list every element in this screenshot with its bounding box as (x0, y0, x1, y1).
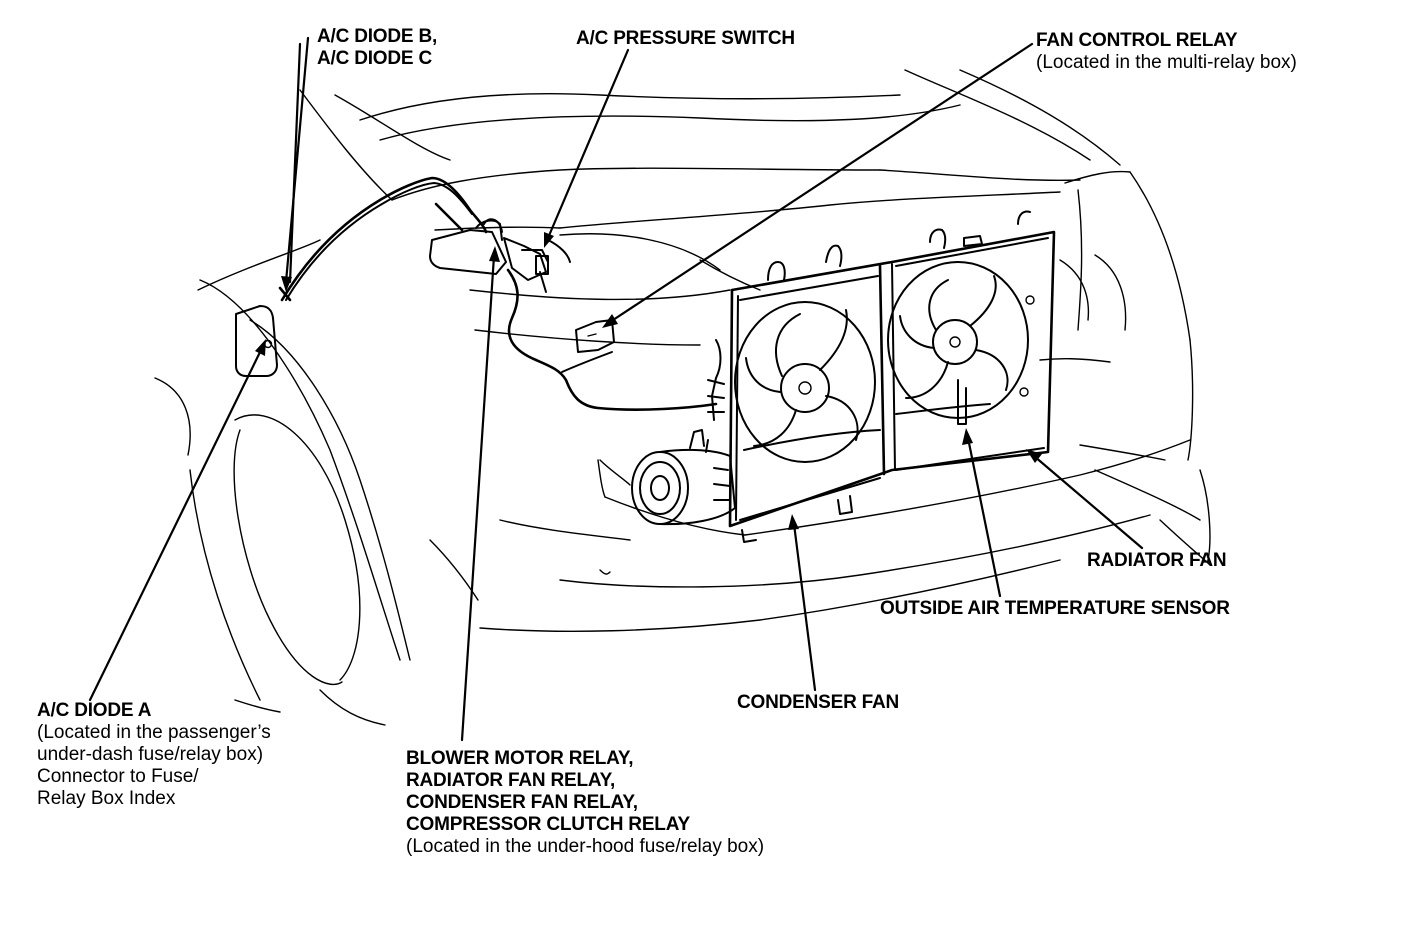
label-condenser-fan: CONDENSER FAN (737, 692, 899, 714)
label-radiator-fan: RADIATOR FAN (1087, 550, 1227, 572)
car-body-outline (154, 69, 1211, 726)
label-ac-pressure-switch-text: A/C PRESSURE SWITCH (576, 28, 795, 49)
label-fan-control-relay: FAN CONTROL RELAY (Located in the multi-… (1036, 30, 1297, 74)
label-ac-diode-b: A/C DIODE B, (317, 26, 438, 47)
leader-lines (88, 36, 1144, 742)
label-ac-pressure-switch: A/C PRESSURE SWITCH (576, 28, 795, 50)
label-relays-note: (Located in the under-hood fuse/relay bo… (406, 836, 765, 857)
label-blower-motor-relay: BLOWER MOTOR RELAY, (406, 748, 634, 769)
label-relays: BLOWER MOTOR RELAY, RADIATOR FAN RELAY, … (406, 748, 764, 858)
label-ac-diode-a-note-1: (Located in the passenger’s (37, 722, 271, 743)
label-fan-control-relay-note: (Located in the multi-relay box) (1036, 52, 1297, 73)
label-compressor-clutch-relay: COMPRESSOR CLUTCH RELAY (406, 814, 690, 835)
label-ac-diode-a: A/C DIODE A (Located in the passenger’s … (37, 700, 271, 810)
label-radiator-fan-relay: RADIATOR FAN RELAY, (406, 770, 616, 791)
label-ac-diode-a-title: A/C DIODE A (37, 700, 152, 721)
underdash-fuse-box (235, 305, 278, 377)
label-ac-diode-a-note-3: Connector to Fuse/ (37, 766, 199, 787)
label-ac-diode-a-note-2: under-dash fuse/relay box) (37, 744, 264, 765)
underhood-fuse-box (429, 218, 549, 293)
label-ac-diode-bc: A/C DIODE B, A/C DIODE C (317, 26, 437, 70)
ac-compressor (631, 429, 736, 526)
condenser-fan-drawing (734, 301, 876, 463)
label-outside-air-temperature-sensor-text: OUTSIDE AIR TEMPERATURE SENSOR (880, 598, 1230, 619)
label-condenser-fan-text: CONDENSER FAN (737, 692, 900, 713)
label-ac-diode-c: A/C DIODE C (317, 48, 432, 69)
label-radiator-fan-text: RADIATOR FAN (1087, 550, 1227, 571)
label-ac-diode-a-note-4: Relay Box Index (37, 788, 176, 809)
radiator-fan-drawing (887, 261, 1029, 425)
multi-relay-box (575, 319, 615, 353)
label-condenser-fan-relay: CONDENSER FAN RELAY, (406, 792, 638, 813)
fan-shroud (707, 210, 1056, 543)
wiring-harness (278, 176, 718, 411)
label-outside-air-temperature-sensor: OUTSIDE AIR TEMPERATURE SENSOR (880, 598, 1230, 620)
label-fan-control-relay-title: FAN CONTROL RELAY (1036, 30, 1238, 51)
